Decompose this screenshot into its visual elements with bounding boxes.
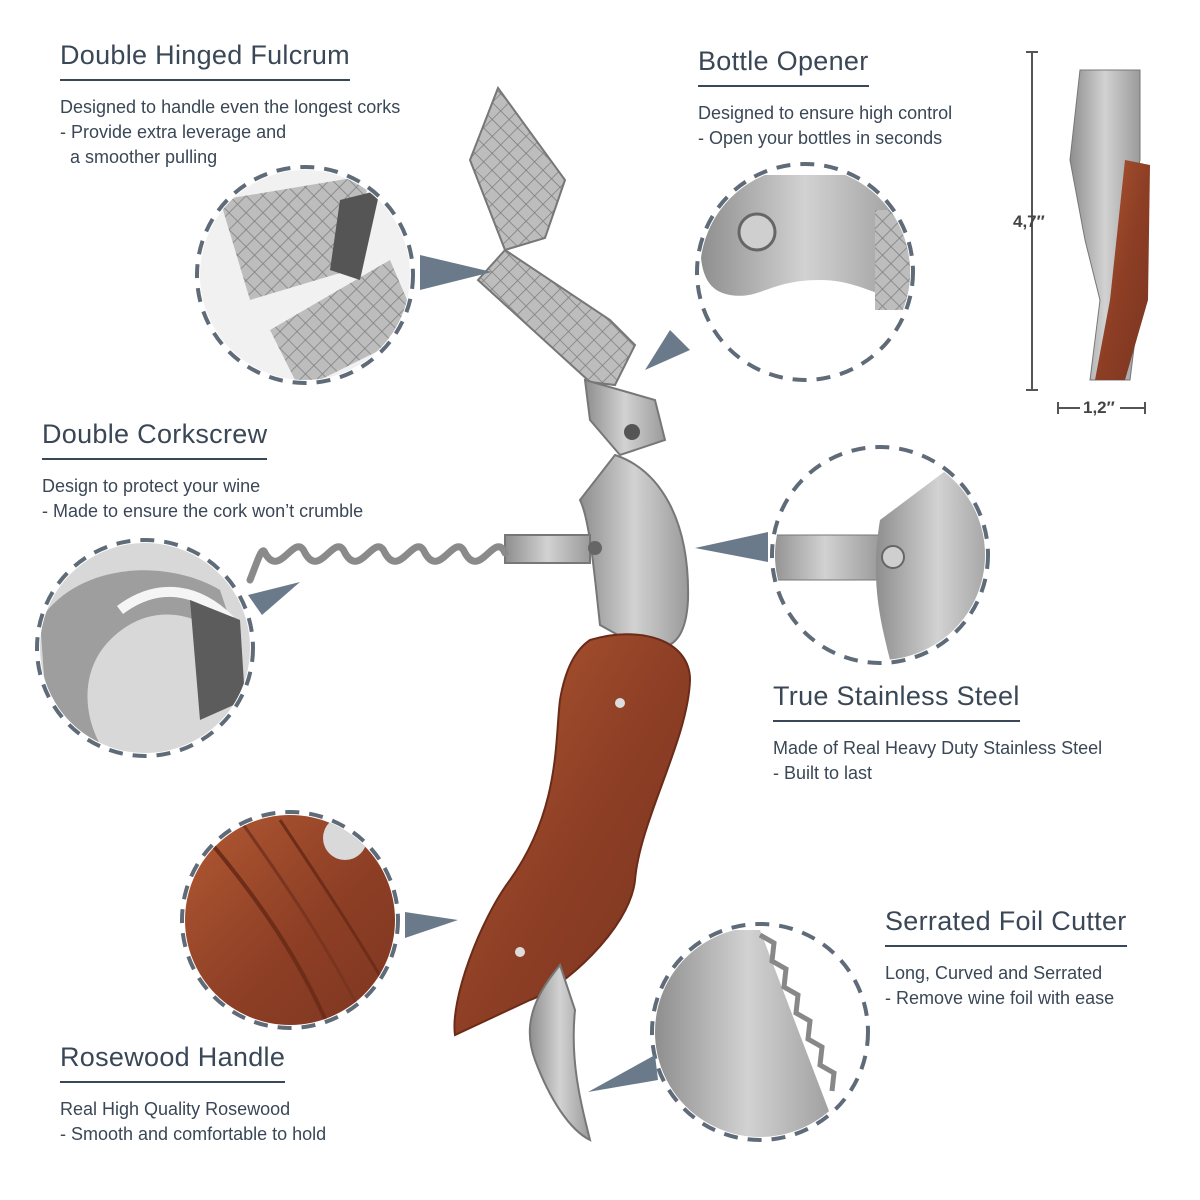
pointer-arrow-corkscrew [248,582,300,615]
pointer-arrow-steel [695,532,768,562]
feature-description: Design to protect your wine- Made to ens… [42,476,364,521]
feature-fulcrum: Double Hinged Fulcrum Designed to handle… [60,40,400,170]
height-dimension-label: 4,7″ [1013,212,1045,231]
feature-description: Made of Real Heavy Duty Stainless Steel-… [773,738,1103,783]
feature-description: Real High Quality Rosewood- Smooth and c… [60,1099,327,1144]
detail-circle-corkscrew [35,538,255,758]
feature-cutter: Serrated Foil Cutter Long, Curved and Se… [885,906,1127,1011]
detail-circle-opener [695,162,915,382]
pointer-arrow-opener [645,330,690,370]
feature-title: Rosewood Handle [60,1042,286,1083]
detail-circle-cutter [650,922,870,1142]
feature-description: Designed to ensure high control- Open yo… [698,103,953,148]
pointer-arrow-cutter [588,1055,658,1092]
detail-circle-handle [180,810,400,1030]
feature-title: Serrated Foil Cutter [885,906,1127,947]
corkscrew-body [246,85,692,1142]
feature-description: Long, Curved and Serrated- Remove wine f… [885,963,1115,1008]
width-dimension-label: 1,2″ [1083,398,1115,417]
feature-description: Designed to handle even the longest cork… [60,97,401,167]
feature-corkscrew: Double Corkscrew Design to protect your … [42,419,363,524]
feature-title: Bottle Opener [698,46,869,87]
size-thumbnail [1026,51,1150,414]
pointer-arrow-handle [405,912,458,938]
feature-handle: Rosewood Handle Real High Quality Rosewo… [60,1042,326,1147]
detail-circle-steel [770,445,990,665]
feature-title: Double Corkscrew [42,419,268,460]
feature-title: Double Hinged Fulcrum [60,40,350,81]
feature-opener: Bottle Opener Designed to ensure high co… [698,46,952,151]
feature-title: True Stainless Steel [773,681,1020,722]
pointer-arrow-fulcrum [420,255,492,290]
detail-circle-fulcrum [195,165,415,385]
feature-steel: True Stainless Steel Made of Real Heavy … [773,681,1102,786]
